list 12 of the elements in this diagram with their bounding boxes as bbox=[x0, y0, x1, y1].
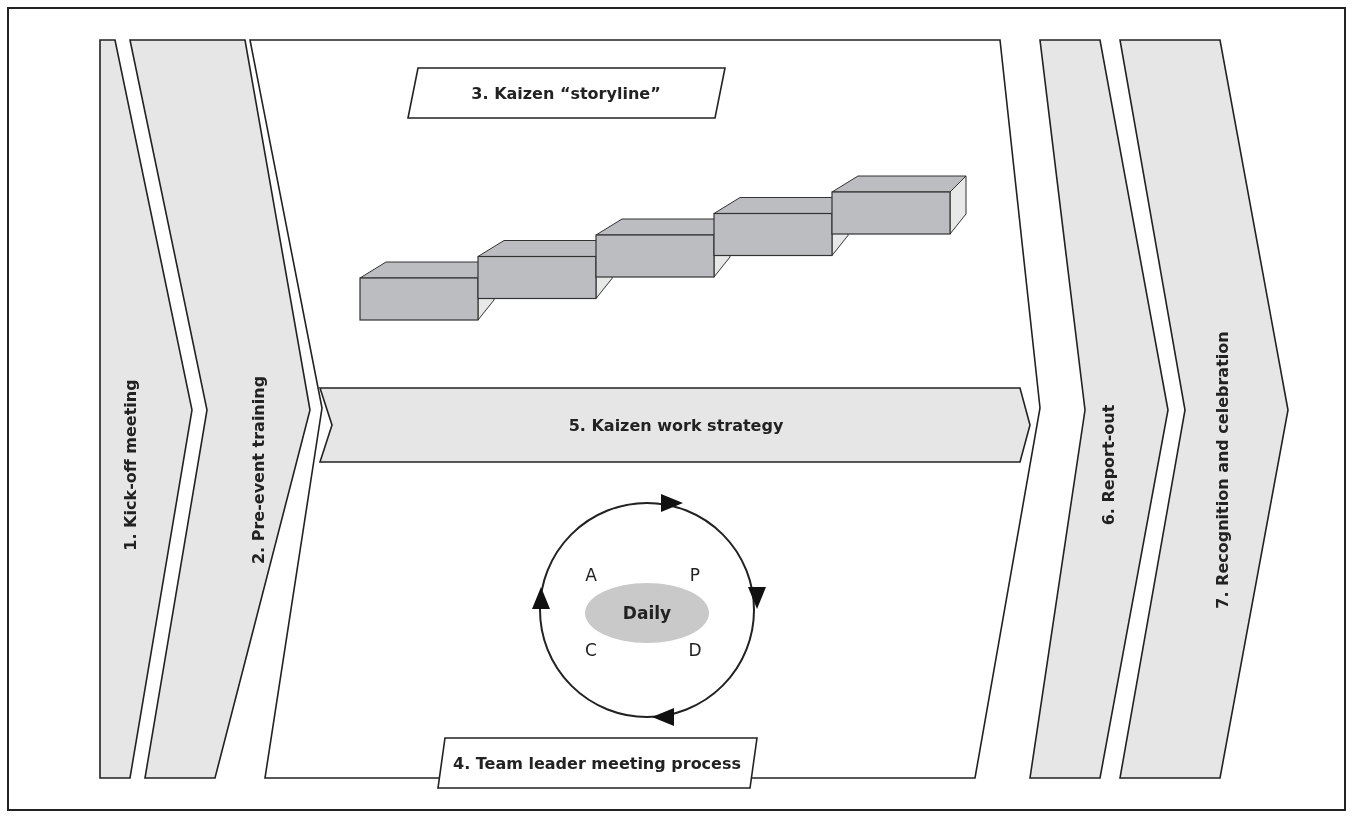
cycle-letter: P bbox=[689, 565, 701, 585]
cycle-letter: A bbox=[585, 565, 597, 585]
stage-title: 3. Kaizen “storyline” bbox=[471, 83, 661, 103]
stage-label: 6. Report-out bbox=[1098, 404, 1118, 526]
stage-label: 2. Pre-event training bbox=[248, 375, 268, 565]
cycle-letter: C bbox=[585, 640, 597, 660]
stage-label: 7. Recognition and celebration bbox=[1212, 331, 1232, 609]
ellipse-label: Daily bbox=[622, 603, 672, 623]
stage-title: 4. Team leader meeting process bbox=[453, 753, 741, 773]
stage-label: 1. Kick-off meeting bbox=[120, 379, 140, 551]
stage-title: 5. Kaizen work strategy bbox=[568, 415, 784, 435]
cycle-letter: D bbox=[688, 640, 702, 660]
